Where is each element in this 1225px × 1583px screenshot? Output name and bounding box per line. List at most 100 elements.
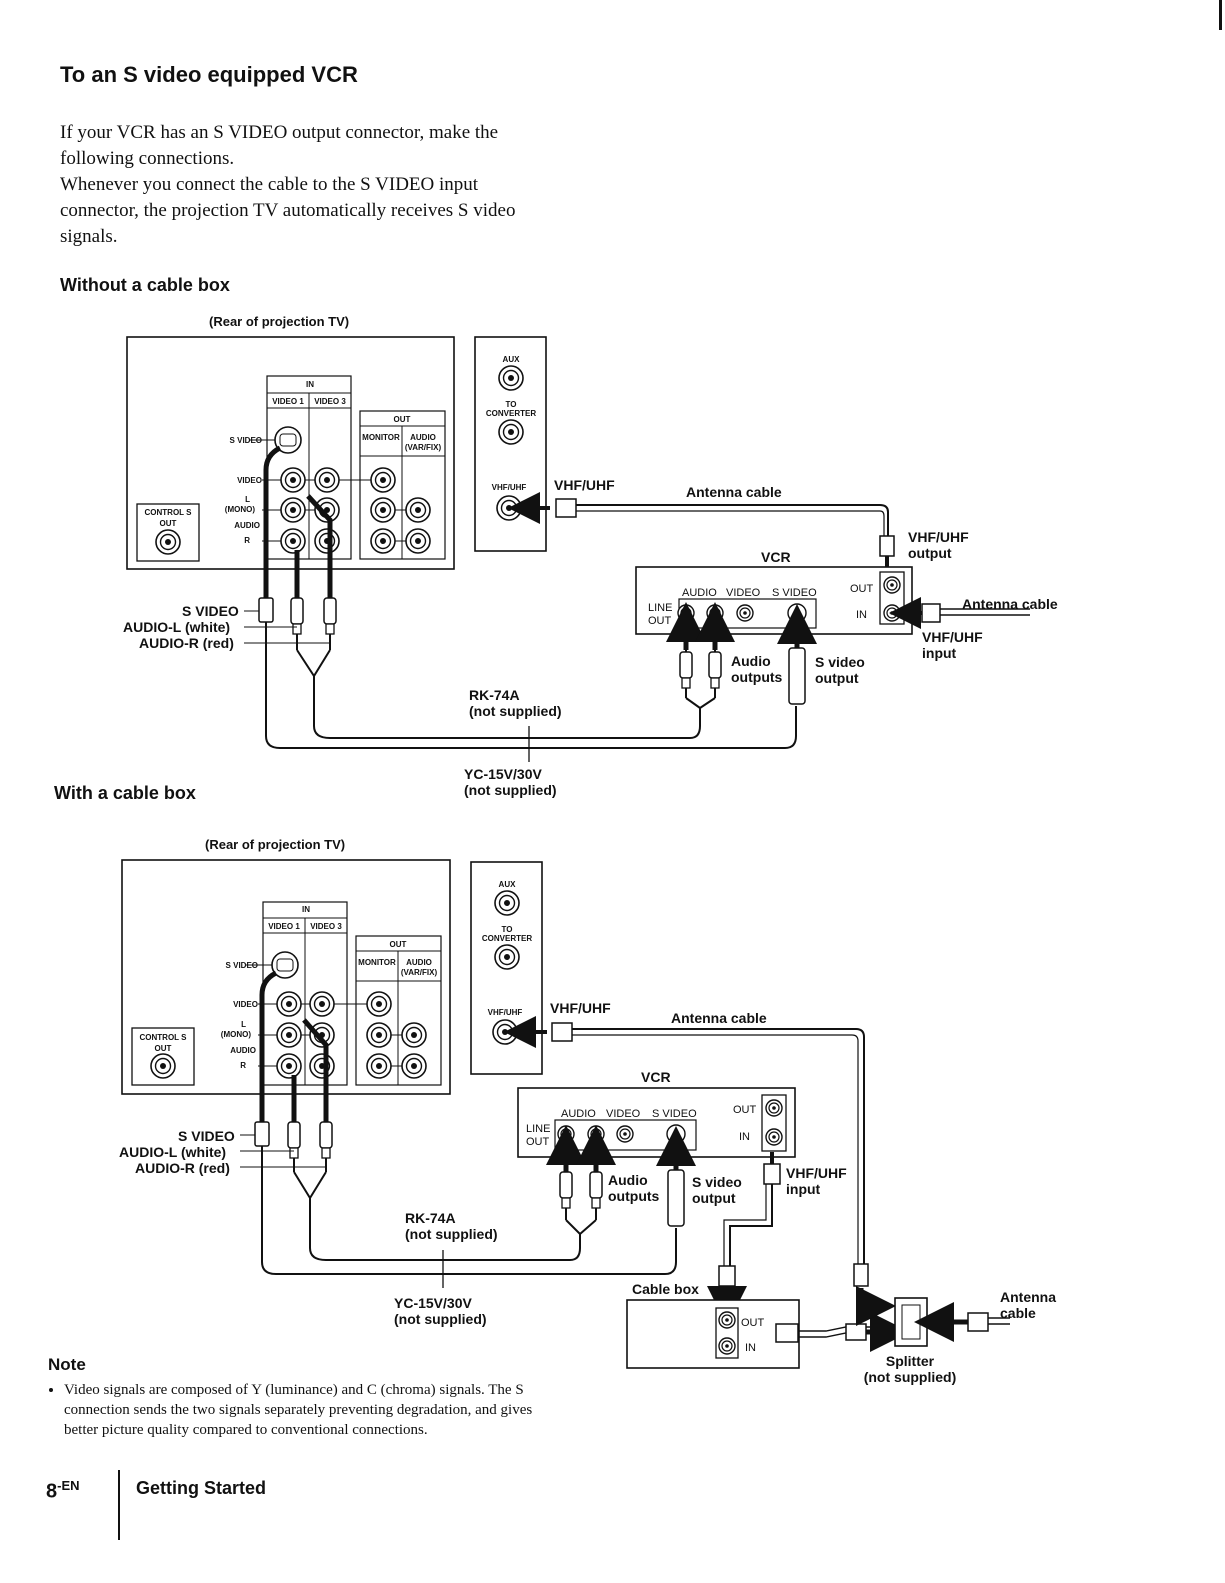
audio-l-label-2: AUDIO-L (white) <box>119 1144 227 1160</box>
in-label-1: IN <box>306 380 314 389</box>
vcr-out-label-2: OUT <box>733 1104 757 1116</box>
audio-small-label-2: AUDIO <box>230 1046 256 1055</box>
r-small-label-2: R <box>240 1061 246 1070</box>
antenna-cable-right-label-1: Antenna cable <box>962 596 1058 612</box>
intro-paragraph-2: Whenever you connect the cable to the S … <box>60 174 516 247</box>
vhfuhf-output-line2: output <box>908 545 952 561</box>
vcr-label-2: VCR <box>641 1069 671 1085</box>
r-small-label-1: R <box>244 536 250 545</box>
vhfuhf-output-label-1: VHF/UHF output <box>908 529 969 561</box>
vcr-in-label-2: IN <box>739 1131 750 1143</box>
vhfuhf-input2-line2: input <box>786 1181 821 1197</box>
intro-text: If your VCR has an S VIDEO output connec… <box>60 120 540 250</box>
audio-varfix-label-2b: (VAR/FIX) <box>401 968 438 977</box>
to-label-2: TO <box>502 925 513 934</box>
vcr-audio-label-1: AUDIO <box>682 587 717 599</box>
vhfuhf-input-line1: VHF/UHF <box>922 629 983 645</box>
page-number-value: 8 <box>46 1480 58 1503</box>
svideo-output2-line2: output <box>692 1190 736 1206</box>
yc15v-label-2: YC-15V/30V (not supplied) <box>394 1295 487 1327</box>
cablebox-in-label: IN <box>745 1342 756 1354</box>
rk74a-name-1: RK-74A <box>469 687 520 703</box>
cable-box <box>626 1299 800 1369</box>
video3-label-1: VIDEO 3 <box>314 397 346 406</box>
page-number: 8-EN <box>46 1478 80 1504</box>
vcr-svideo-label-1: S VIDEO <box>772 587 817 599</box>
footer-section-title: Getting Started <box>136 1478 267 1498</box>
cablebox-out-label: OUT <box>741 1317 765 1329</box>
monitor-label-2: MONITOR <box>358 958 396 967</box>
rk74a-not-supplied-2: (not supplied) <box>405 1226 498 1242</box>
vhfuhf-small-label-1: VHF/UHF <box>492 483 527 492</box>
page-title: To an S video equipped VCR <box>60 62 358 87</box>
yc15v-label-1: YC-15V/30V (not supplied) <box>464 766 557 798</box>
vhfuhf-label-1: VHF/UHF <box>554 477 615 493</box>
svideo-cable-label-2: S VIDEO <box>178 1128 235 1144</box>
video1-label-1: VIDEO 1 <box>272 397 304 406</box>
vcr-label-1: VCR <box>761 549 791 565</box>
antenna-line2: cable <box>1000 1305 1036 1321</box>
video-small-label-2: VIDEO <box>233 1000 258 1009</box>
note-item: Video signals are composed of Y (luminan… <box>64 1380 554 1440</box>
svideo-output-label-2: S video output <box>692 1174 742 1206</box>
svideo-output-label-1: S video output <box>815 654 865 686</box>
svideo-output-line2: output <box>815 670 859 686</box>
vhfuhf-input-line2: input <box>922 645 957 661</box>
audio-varfix-label-2a: AUDIO <box>406 958 432 967</box>
audio-small-label-1: AUDIO <box>234 521 260 530</box>
intro-paragraph-1: If your VCR has an S VIDEO output connec… <box>60 122 499 169</box>
vcr-line-out-label-1: OUT <box>648 615 672 627</box>
splitter-name: Splitter <box>885 1353 935 1369</box>
vcr-box-1 <box>635 566 913 635</box>
monitor-label-1: MONITOR <box>362 433 400 442</box>
vcr-in-label-1: IN <box>856 609 867 621</box>
section-heading-without: Without a cable box <box>60 275 230 295</box>
rk74a-not-supplied-1: (not supplied) <box>469 703 562 719</box>
control-out-label-2: OUT <box>155 1044 172 1053</box>
aux-label-1: AUX <box>503 355 521 364</box>
l-small-label-1: L <box>245 495 250 504</box>
audio-outputs-line1: Audio <box>731 653 771 669</box>
audio-l-label-1: AUDIO-L (white) <box>123 619 231 635</box>
mono-small-label-1: (MONO) <box>225 505 256 514</box>
antenna-cable-label-1: Antenna cable <box>686 484 782 500</box>
converter-label-1: CONVERTER <box>486 409 536 418</box>
svideo-output-line1: S video <box>815 654 865 670</box>
splitter-not-supplied: (not supplied) <box>863 1369 957 1385</box>
svideo-cable-label-1: S VIDEO <box>182 603 239 619</box>
yc15v-name-1: YC-15V/30V <box>464 766 542 782</box>
audio-varfix-label-1b: (VAR/FIX) <box>405 443 442 452</box>
audio-outputs-label-1: Audio outputs <box>731 653 782 685</box>
yc15v-name-2: YC-15V/30V <box>394 1295 472 1311</box>
vcr-box-2 <box>517 1087 796 1158</box>
vhfuhf-label-2: VHF/UHF <box>550 1000 611 1016</box>
yc15v-not-supplied-1: (not supplied) <box>464 782 557 798</box>
l-small-label-2: L <box>241 1020 246 1029</box>
to-label-1: TO <box>506 400 517 409</box>
vcr-line-label-1: LINE <box>648 602 672 614</box>
audio-r-label-1: AUDIO-R (red) <box>139 635 234 651</box>
vhfuhf-input2-line1: VHF/UHF <box>786 1165 847 1181</box>
note-title: Note <box>48 1355 86 1374</box>
vcr-audio-label-2: AUDIO <box>561 1108 596 1120</box>
footer-divider <box>118 1470 120 1540</box>
vcr-line-out-label-2: OUT <box>526 1136 550 1148</box>
audio-outputs-label-2: Audio outputs <box>608 1172 659 1204</box>
out-label-1: OUT <box>394 415 411 424</box>
audio-outputs-line2: outputs <box>731 669 783 685</box>
mono-small-label-2: (MONO) <box>221 1030 252 1039</box>
diagram-without-cable-box <box>126 336 1030 762</box>
audio-varfix-label-1a: AUDIO <box>410 433 436 442</box>
section-heading-with: With a cable box <box>54 783 196 803</box>
vhfuhf-output-line1: VHF/UHF <box>908 529 969 545</box>
video-small-label-1: VIDEO <box>237 476 262 485</box>
vhfuhf-input-label-1: VHF/UHF input <box>922 629 983 661</box>
control-out-label-1: OUT <box>160 519 177 528</box>
out-label-2: OUT <box>390 940 407 949</box>
rk74a-label-1: RK-74A (not supplied) <box>469 687 562 719</box>
splitter-label: Splitter (not supplied) <box>860 1353 960 1385</box>
svideo-small-label-2: S VIDEO <box>226 961 258 970</box>
video3-label-2: VIDEO 3 <box>310 922 342 931</box>
vcr-line-label-2: LINE <box>526 1123 550 1135</box>
